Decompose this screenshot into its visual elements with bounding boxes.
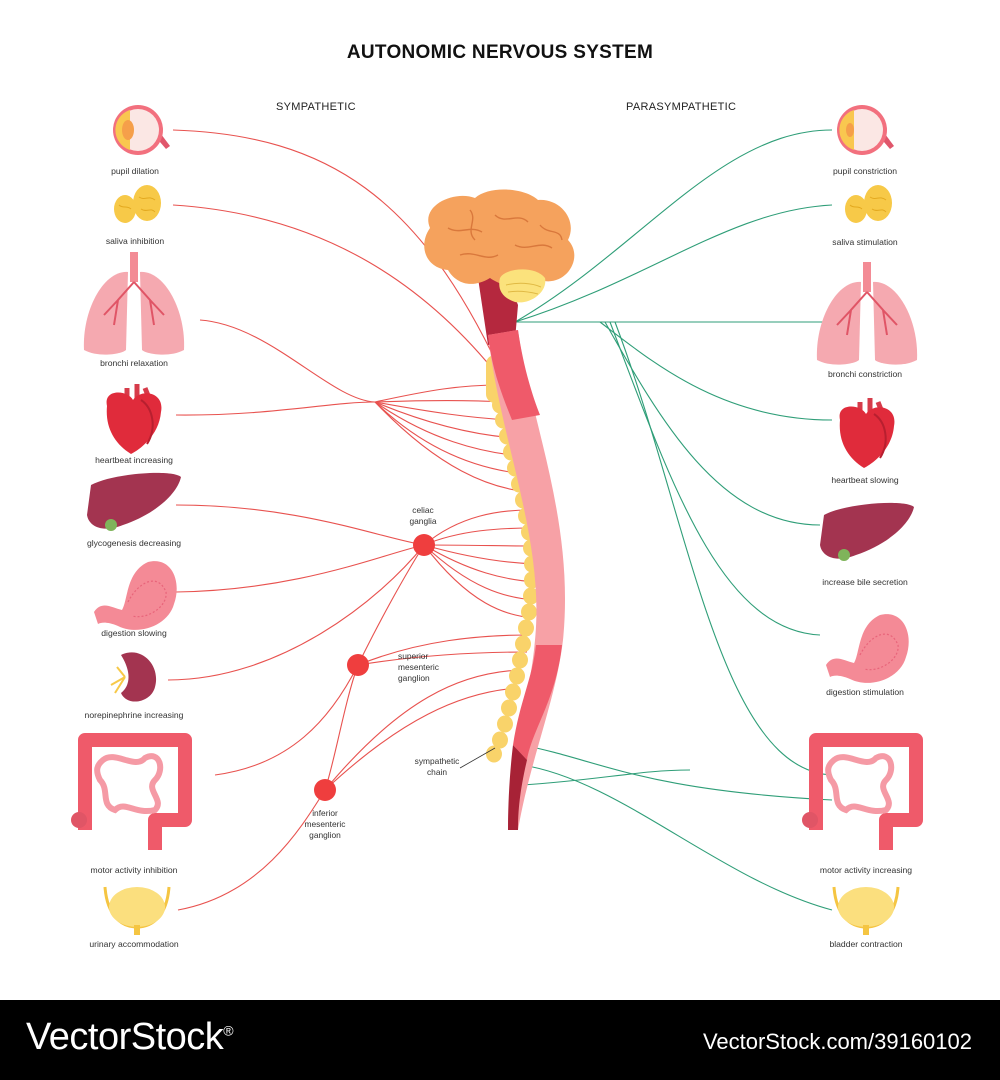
spinal-cord [478,272,566,830]
label-celiac-ganglia: celiac ganglia [409,505,437,526]
liver-parasympathetic-illustration [820,502,914,561]
chain-bead [505,683,521,701]
salivary-glands-sympathetic-illustration [114,185,161,223]
heart-parasympathetic-illustration [839,398,895,468]
cerebellum [499,269,546,303]
label-saliva-inhibition: saliva inhibition [105,236,165,246]
spinal-cord-sacral [508,745,527,830]
nerve-saliva-sympathetic [172,204,501,379]
inferior-mesenteric-ganglion [314,779,336,801]
nerve-sacral-bladder [521,764,833,911]
label-increase-bile-secretion: increase bile secretion [822,577,908,587]
spinal-cord-cervical [488,330,540,420]
label-motor-activity-increasing: motor activity increasing [819,865,913,875]
vectorstock-logo: VectorStock® [26,1016,234,1058]
parasympathetic-nerve-lines [514,129,833,911]
nerve-kidney-sympathetic [167,544,425,681]
chain-bead [497,715,513,733]
nerve-eye-sympathetic [172,129,501,371]
stock-id: VectorStock.com/39160102 [702,1029,972,1054]
bladder-parasympathetic-illustration [832,886,900,935]
nervous-system-diagram [71,105,923,935]
nerve-liver-parasympathetic [604,321,821,526]
chain-bead [521,603,537,621]
nerve-eye-parasympathetic [514,129,833,323]
chain-bead [486,745,502,763]
label-pupil-dilation: pupil dilation [111,166,159,176]
nerve-intestine-parasympathetic [614,321,833,776]
label-heartbeat-slowing: heartbeat slowing [831,475,899,485]
nerve-bladder-sympathetic [177,789,326,911]
heart-sympathetic-illustration [106,384,162,454]
nerve-saliva-parasympathetic [514,204,833,323]
salivary-glands-parasympathetic-illustration [845,185,892,223]
sympathetic-chain-pointer [459,747,496,769]
nerve-intestine-sympathetic [214,664,359,776]
label-saliva-stimulation: saliva stimulation [832,237,898,247]
lungs-sympathetic-illustration [83,252,185,355]
nerve-heart-sympathetic [175,401,376,416]
kidney-sympathetic-illustration [110,652,157,702]
brain-illustration [424,189,575,303]
diagram-title: AUTONOMIC NERVOUS SYSTEM [346,42,654,63]
ganglia [314,534,496,801]
cerebrum [424,189,575,287]
diagram-canvas: AUTONOMIC NERVOUS SYSTEM SYMPATHETIC PAR… [71,42,923,949]
eye-parasympathetic-illustration [837,105,894,155]
intestine-sympathetic-illustration [71,733,192,850]
stomach-parasympathetic-illustration [826,614,909,683]
bladder-sympathetic-illustration [103,886,171,935]
chain-bead [518,619,534,637]
label-bladder-contraction: bladder contraction [829,939,903,949]
label-pupil-constriction: pupil constriction [832,166,898,176]
nerve-inferior-to-superior [324,664,359,791]
chain-bead [523,587,539,605]
liver-sympathetic-illustration [87,472,181,531]
eye-sympathetic-illustration [113,105,170,155]
label-bronchi-constriction: bronchi constriction [827,369,903,379]
label-heartbeat-increasing: heartbeat increasing [95,455,173,465]
nerve-superior-to-celiac [357,544,425,666]
chain-bead [509,667,525,685]
label-inferior-mesenteric-ganglion: inferior mesenteric ganglion [304,808,346,840]
label-motor-activity-inhibition: motor activity inhibition [90,865,178,875]
spinal-cord-lumbar [513,645,562,760]
chain-bead [501,699,517,717]
parasympathetic-header: PARASYMPATHETIC [626,101,737,113]
nerve-sacral-intestine [521,744,833,801]
nerve-stomach-parasympathetic [609,321,821,636]
label-glycogenesis-decreasing: glycogenesis decreasing [86,538,182,548]
stomach-sympathetic-illustration [94,561,177,630]
celiac-ganglion [413,534,435,556]
label-bronchi-relaxation: bronchi relaxation [100,358,168,368]
watermark-footer: VectorStock® VectorStock.com/39160102 [0,1000,1000,1080]
nerve-stomach-sympathetic [175,544,425,593]
label-urinary-accommodation: urinary accommodation [89,939,179,949]
chain-bead [512,651,528,669]
superior-mesenteric-ganglion [347,654,369,676]
chain-bead [492,731,508,749]
label-digestion-slowing: digestion slowing [101,628,167,638]
nerve-liver-sympathetic [175,504,425,546]
nerve-heart-parasympathetic [599,321,833,421]
nerve-lungs-sympathetic [199,319,376,403]
label-norepinephrine-increasing: norepinephrine increasing [84,710,184,720]
label-digestion-stimulation: digestion stimulation [826,687,904,697]
intestine-parasympathetic-illustration [802,733,923,850]
chain-bead [515,635,531,653]
lungs-parasympathetic-illustration [816,262,918,365]
label-sympathetic-chain: sympathetic chain [414,756,460,777]
sympathetic-header: SYMPATHETIC [276,101,356,113]
label-superior-mesenteric-ganglion: superior mesenteric ganglion [398,651,439,683]
